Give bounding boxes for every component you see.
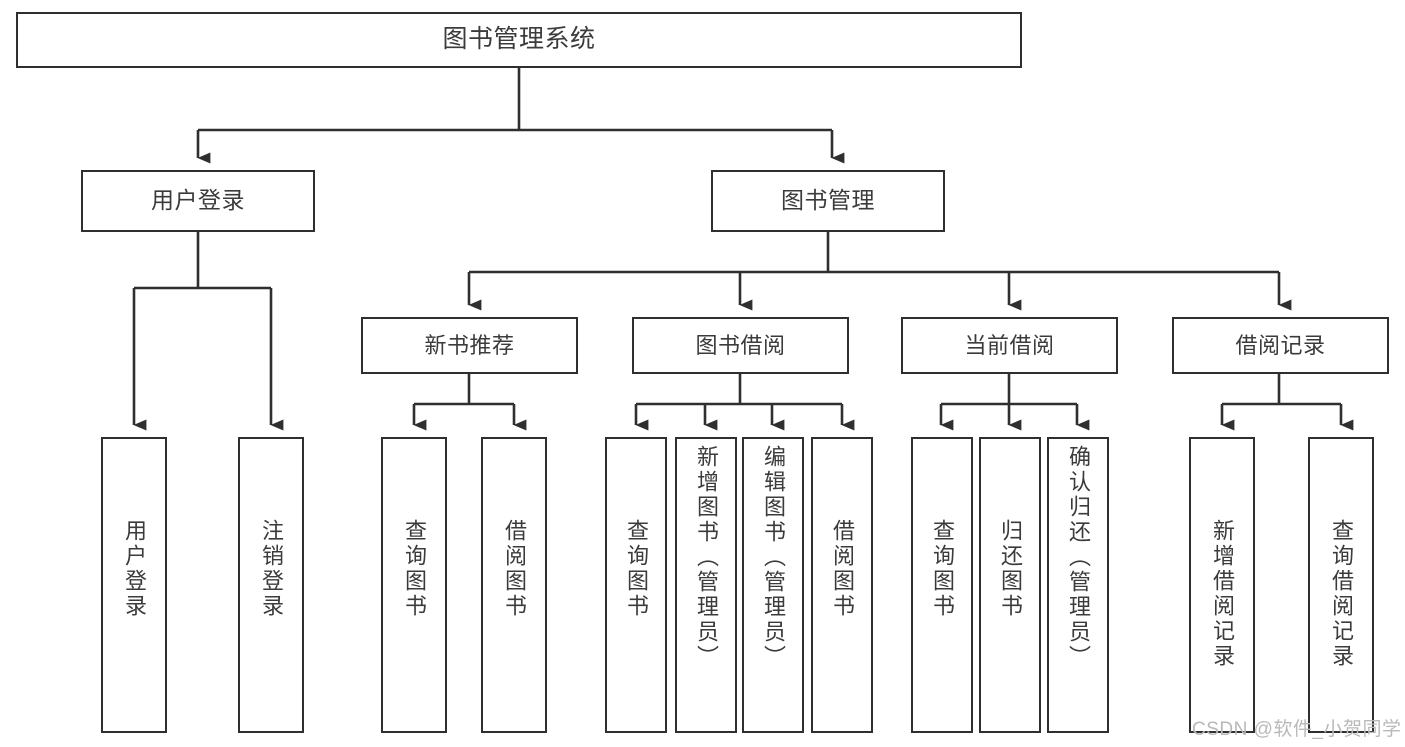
node-label: 查询图书 (624, 519, 649, 619)
csdn-watermark: CSDN @软件_小贺同学 (1192, 719, 1402, 740)
node-label: 借阅图书 (830, 519, 855, 619)
node-label: 查询图书 (402, 519, 427, 619)
leaf-return-book[interactable]: 归还图书 (979, 437, 1041, 733)
node-current-borrow[interactable]: 当前借阅 (901, 317, 1118, 374)
leaf-query-borrow-record[interactable]: 查询借阅记录 (1308, 437, 1374, 733)
leaf-edit-book-admin[interactable]: 编辑图书（管理员） (742, 437, 804, 733)
node-label: 图书借阅 (695, 332, 786, 358)
node-label: 确认归还（管理员） (1066, 445, 1091, 670)
node-label: 归还图书 (998, 519, 1023, 619)
node-label: 图书管理 (781, 187, 875, 214)
leaf-query-book-recommend[interactable]: 查询图书 (381, 437, 447, 733)
node-label: 查询借阅记录 (1329, 519, 1354, 669)
leaf-user-login[interactable]: 用户登录 (101, 437, 167, 733)
node-label: 当前借阅 (964, 332, 1055, 358)
leaf-query-book-current[interactable]: 查询图书 (911, 437, 973, 733)
leaf-logout[interactable]: 注销登录 (238, 437, 304, 733)
node-root-system[interactable]: 图书管理系统 (16, 12, 1022, 68)
leaf-borrow-book-recommend[interactable]: 借阅图书 (481, 437, 547, 733)
node-book-management[interactable]: 图书管理 (711, 170, 945, 232)
leaf-add-borrow-record[interactable]: 新增借阅记录 (1189, 437, 1255, 733)
leaf-query-book-borrow[interactable]: 查询图书 (605, 437, 667, 733)
node-book-borrow[interactable]: 图书借阅 (632, 317, 849, 374)
node-label: 用户登录 (151, 187, 245, 214)
node-label: 新增图书（管理员） (694, 445, 719, 670)
node-label: 图书管理系统 (442, 25, 596, 54)
node-new-book-recommend[interactable]: 新书推荐 (361, 317, 578, 374)
node-label: 编辑图书（管理员） (761, 445, 786, 670)
node-label: 用户登录 (122, 519, 147, 619)
node-label: 借阅记录 (1235, 332, 1326, 358)
node-label: 注销登录 (259, 519, 284, 619)
node-borrow-record[interactable]: 借阅记录 (1172, 317, 1389, 374)
node-label: 新增借阅记录 (1210, 519, 1235, 669)
node-label: 查询图书 (930, 519, 955, 619)
node-user-login[interactable]: 用户登录 (81, 170, 315, 232)
node-label: 借阅图书 (502, 519, 527, 619)
leaf-confirm-return-admin[interactable]: 确认归还（管理员） (1047, 437, 1109, 733)
leaf-borrow-book[interactable]: 借阅图书 (811, 437, 873, 733)
leaf-add-book-admin[interactable]: 新增图书（管理员） (675, 437, 737, 733)
node-label: 新书推荐 (424, 332, 515, 358)
